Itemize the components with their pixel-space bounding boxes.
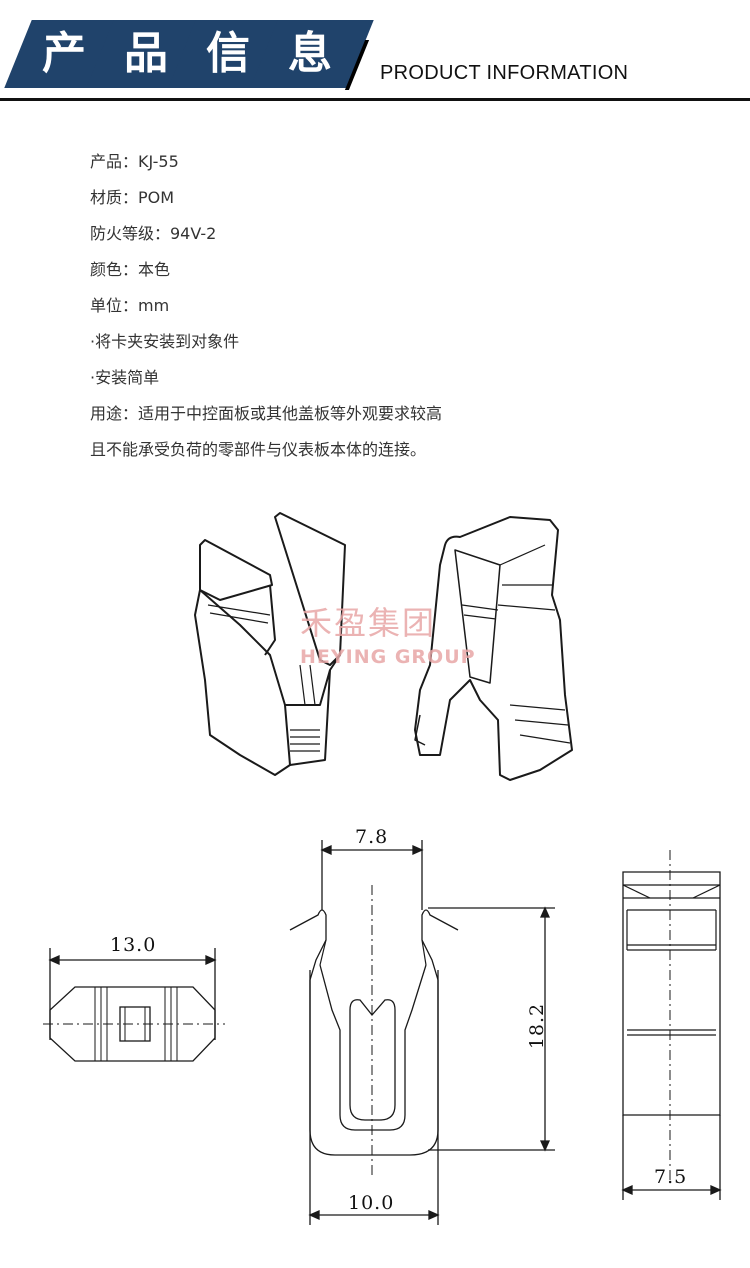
spec-item: 颜色：本色: [90, 260, 171, 279]
spec-list: 产品：KJ-55 材质：POM 防火等级：94V-2 颜色：本色 单位：mm ·…: [90, 148, 442, 472]
clip-render-left: [194, 512, 346, 776]
product-render: [194, 512, 573, 781]
watermark-cn: 禾盈集团: [300, 604, 437, 642]
title-char: 品: [124, 28, 168, 79]
title-char: 息: [288, 28, 332, 79]
page-header: 产 品 信 息 PRODUCT INFORMATION: [0, 0, 750, 101]
title-char: 信: [206, 28, 250, 79]
side-view-drawing: [621, 850, 722, 1200]
spec-item: 单位：mm: [90, 296, 170, 315]
spec-item: 且不能承受负荷的零部件与仪表板本体的连接。: [90, 440, 427, 459]
header-subtitle: PRODUCT INFORMATION: [380, 62, 629, 84]
spec-item: 产品：KJ-55: [90, 152, 179, 171]
top-view-drawing: [43, 948, 225, 1062]
spec-item: ·将卡夹安装到对象件: [90, 332, 240, 351]
dim-side-width: 7.5: [654, 1166, 688, 1188]
spec-item: 防火等级：94V-2: [90, 224, 217, 243]
dim-front-top-width: 7.8: [355, 826, 389, 848]
dim-front-bottom-width: 10.0: [348, 1192, 395, 1214]
spec-item: ·安装简单: [90, 368, 160, 387]
clip-render-right: [414, 516, 573, 781]
spec-item: 用途：适用于中控面板或其他盖板等外观要求较高: [90, 404, 443, 423]
spec-item: 材质：POM: [90, 188, 175, 207]
dim-top-view-width: 13.0: [110, 934, 157, 956]
watermark-en: HEYING GROUP: [300, 646, 476, 668]
dim-front-height: 18.2: [526, 1002, 549, 1050]
front-view-drawing: [289, 840, 555, 1225]
company-watermark: 禾盈集团 HEYING GROUP: [300, 598, 476, 668]
header-divider: [0, 98, 750, 101]
title-char: 产: [42, 28, 86, 79]
